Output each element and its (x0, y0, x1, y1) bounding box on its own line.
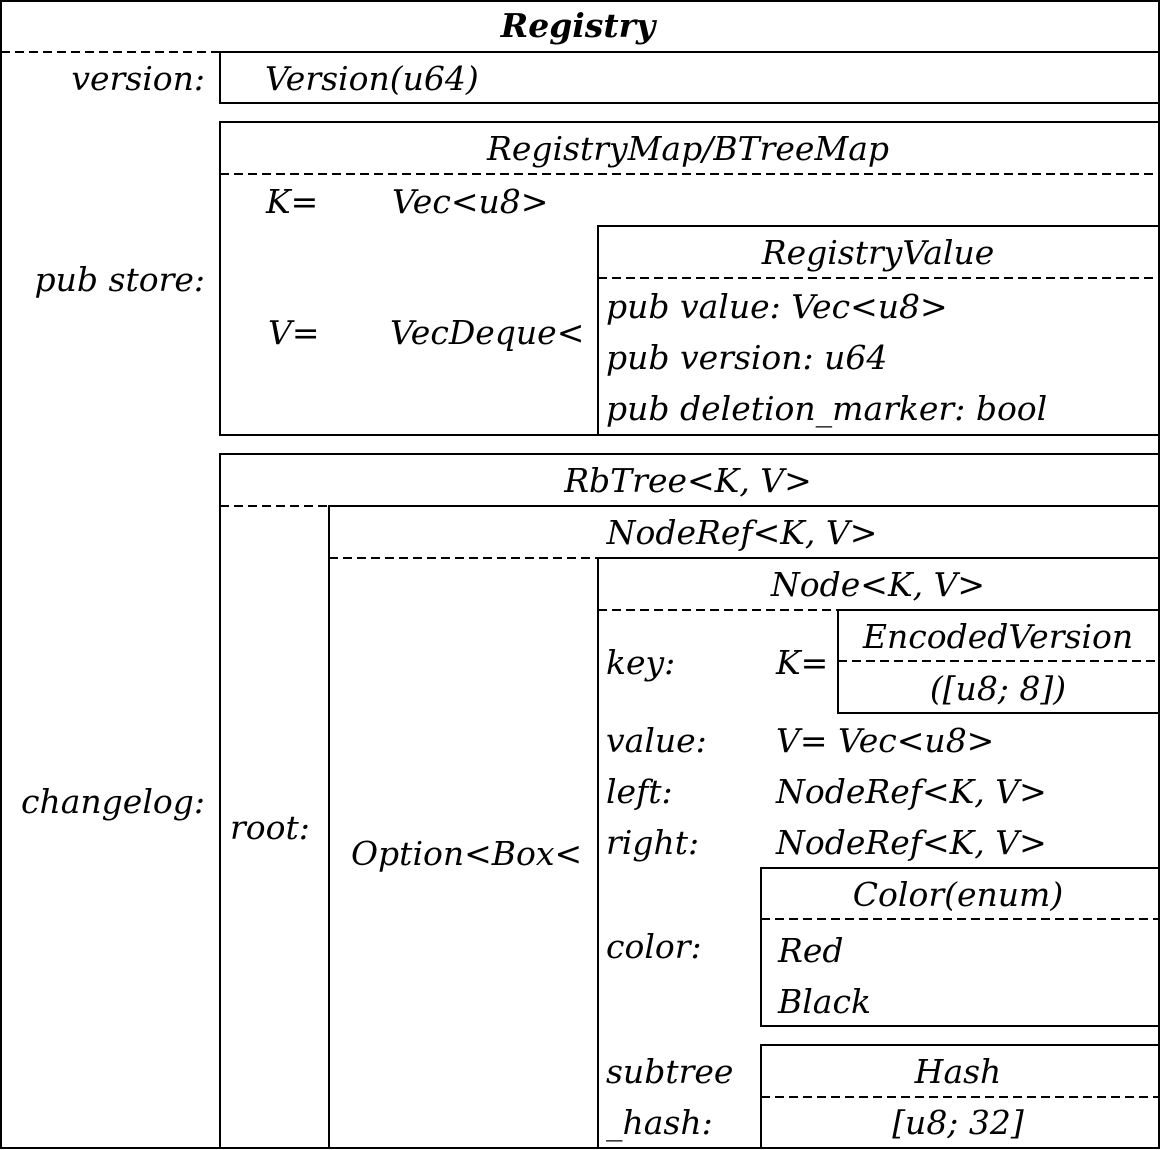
registry-value-field: pub version: u64 (606, 338, 887, 377)
noderef-title: NodeRef<K, V> (606, 513, 878, 552)
color-variant: Red (777, 931, 844, 970)
color-variant: Black (777, 982, 871, 1021)
node-right-type: NodeRef<K, V> (775, 823, 1047, 862)
registry-value-field: pub deletion_marker: bool (606, 389, 1047, 429)
rbtree-title: RbTree<K, V> (563, 461, 812, 500)
node-subtree-label: _hash: (606, 1103, 713, 1143)
registry-value-box (597, 225, 1160, 436)
version-box (219, 51, 1160, 104)
color-enum-box (760, 867, 1160, 1027)
root-label: root: (230, 808, 310, 847)
node-value-type: V= Vec<u8> (776, 721, 994, 760)
store-label: pub store: (35, 260, 205, 299)
changelog-label: changelog: (21, 782, 205, 821)
node-title: Node<K, V> (770, 565, 985, 604)
btreemap-v-type: VecDeque< (390, 313, 584, 352)
option-box-type: Option<Box< (351, 834, 582, 873)
node-subtree-label: subtree (606, 1052, 733, 1091)
hash-type: [u8; 32] (892, 1103, 1024, 1142)
registry-value-field: pub value: Vec<u8> (606, 287, 948, 326)
node-key-k: K= (775, 643, 828, 682)
color-enum-title: Color(enum) (853, 875, 1063, 914)
btreemap-k-type: Vec<u8> (392, 182, 548, 221)
node-color-label: color: (606, 927, 702, 966)
btreemap-k-label: K= (265, 182, 318, 221)
registry-title: Registry (500, 6, 658, 45)
version-label: version: (71, 59, 205, 98)
version-type: Version(u64) (265, 59, 479, 98)
encoded-version-type: ([u8; 8]) (930, 669, 1066, 708)
btreemap-title: RegistryMap/BTreeMap (486, 129, 889, 168)
node-left-label: left: (606, 772, 673, 811)
hash-title: Hash (914, 1052, 1002, 1091)
btreemap-v-label: V= (268, 313, 319, 352)
encoded-version-title: EncodedVersion (862, 617, 1133, 656)
registry-value-title: RegistryValue (761, 233, 994, 272)
node-key-label: key: (606, 643, 675, 682)
node-value-label: value: (606, 721, 707, 760)
node-left-type: NodeRef<K, V> (775, 772, 1047, 811)
node-right-label: right: (606, 823, 699, 862)
